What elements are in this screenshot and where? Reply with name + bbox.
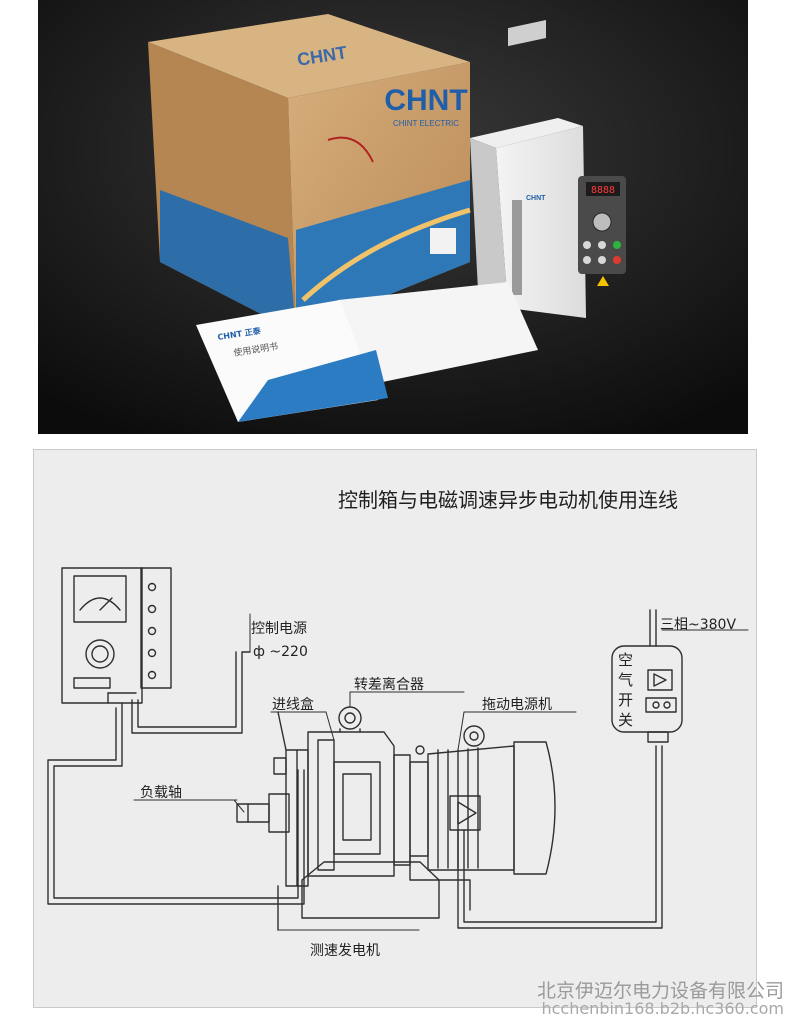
inverter-display-digits: 8888 xyxy=(591,185,615,196)
wiring-diagram-svg xyxy=(47,567,749,931)
product-photo: CHNT CHINT ELECTRIC CHNT 8888 CHNT xyxy=(38,0,748,434)
inverter: 8888 CHNT xyxy=(470,20,626,318)
label-three-phase: 三相~380V xyxy=(660,617,737,633)
inverter-display xyxy=(586,182,620,196)
box-blue-band xyxy=(296,180,470,332)
company-name: 北京伊迈尔电力设备有限公司 xyxy=(536,980,784,1002)
control-power-cable xyxy=(131,651,251,734)
motor-feed-cable xyxy=(457,745,663,929)
air-switch-device xyxy=(611,609,683,743)
label-junction-box: 进线盒 xyxy=(272,697,314,713)
drive-motor-lifting-eye xyxy=(463,725,485,747)
inverter-stop-button xyxy=(613,256,621,264)
label-load-shaft: 负载轴 xyxy=(140,785,182,801)
inverter-fan xyxy=(508,20,546,47)
label-voltage-220: ф ~220 xyxy=(253,644,308,660)
drive-motor xyxy=(427,725,556,875)
inverter-vents xyxy=(512,200,522,295)
label-tacho-generator: 测速发电机 xyxy=(310,943,380,959)
slip-clutch xyxy=(307,706,429,877)
drive-motor-terminal-box xyxy=(449,795,481,831)
inverter-side xyxy=(470,138,508,308)
product-photo-svg: CHNT CHINT ELECTRIC CHNT 8888 CHNT xyxy=(38,0,748,434)
inverter-run-button xyxy=(613,241,621,249)
box-swoosh xyxy=(301,207,471,302)
spec-sheet xyxy=(338,282,538,385)
inverter-logo: CHNT xyxy=(526,195,546,202)
manual-blue-wave xyxy=(238,350,388,422)
inverter-warning-icon xyxy=(597,276,609,286)
watermark-url: hcchenbin168.b2b.hc360.com xyxy=(541,999,784,1018)
box-blue-band-side xyxy=(160,190,296,332)
box-logo: CHNT xyxy=(384,84,467,117)
label-drive-motor: 拖动电源机 xyxy=(482,697,552,713)
leader-lines xyxy=(133,613,749,931)
cardboard-box: CHNT CHINT ELECTRIC CHNT xyxy=(148,14,471,332)
manuals: CHNT 正泰 使用说明书 xyxy=(196,282,538,422)
control-box-knob xyxy=(85,639,115,669)
slip-clutch-lifting-eye xyxy=(338,706,362,730)
box-brand: CHINT ELECTRIC xyxy=(393,119,459,128)
control-box-terminals xyxy=(140,567,172,689)
control-box xyxy=(61,567,172,704)
load-shaft xyxy=(236,793,290,833)
box-top xyxy=(148,14,470,98)
clutch-cable xyxy=(409,855,471,911)
tacho-cable xyxy=(53,702,299,899)
wiring-diagram: 控制箱与电磁调速异步电动机使用连线 控制电源 ф ~220 三相~380V 转差… xyxy=(33,449,757,1008)
box-qr-code xyxy=(430,228,456,254)
inverter-top xyxy=(470,118,583,148)
label-air-switch: 空气开关 xyxy=(618,651,634,729)
box-red-mark xyxy=(327,136,374,163)
diagram-title: 控制箱与电磁调速异步电动机使用连线 xyxy=(338,488,678,512)
inverter-knob xyxy=(592,212,612,232)
junction-box-lead xyxy=(277,711,287,751)
drive-motor-end-cap xyxy=(513,741,556,875)
control-box-meter xyxy=(73,575,127,623)
label-slip-clutch: 转差离合器 xyxy=(354,677,424,693)
label-control-power: 控制电源 xyxy=(251,621,307,637)
